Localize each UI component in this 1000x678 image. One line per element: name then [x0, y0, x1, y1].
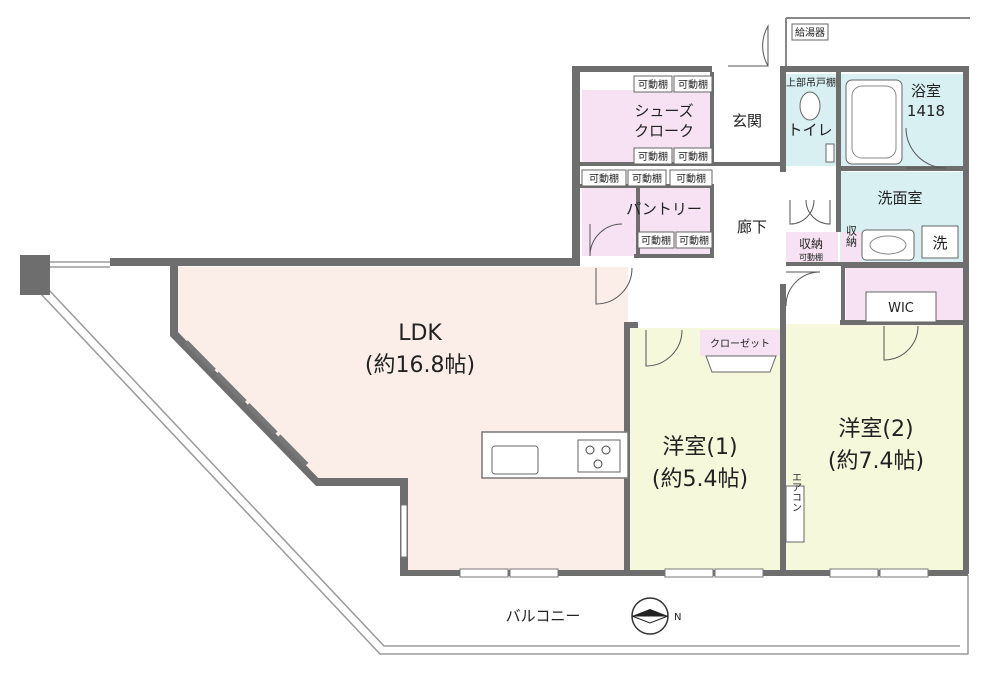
- pantry-label: パントリー: [626, 200, 702, 218]
- shoes-cloak-left: [582, 90, 612, 162]
- windows: [400, 504, 929, 578]
- sink-icon: [491, 445, 539, 475]
- shelf-boxes: [581, 75, 713, 249]
- ldk-name: LDK: [398, 321, 442, 346]
- washer-box: [921, 225, 959, 259]
- washroom-label: 洗面室: [877, 189, 922, 207]
- bath-name: 浴室: [911, 82, 941, 100]
- water-heater-label: 給湯器: [795, 26, 825, 39]
- ldk-slanted-window: [184, 340, 310, 468]
- water-heater-box: [791, 23, 829, 41]
- shelf-label-3: 可動棚: [638, 150, 668, 163]
- shoes-cloak-line2: クローク: [634, 122, 694, 140]
- shelf-label-8: 可動棚: [641, 234, 671, 247]
- wic-label: WIC: [888, 301, 914, 316]
- storage-vertical-label: 収納: [845, 225, 858, 248]
- storage-label: 収納: [799, 237, 823, 251]
- western1-size: (約5.4帖): [652, 467, 748, 492]
- shelf-label-6: 可動棚: [632, 172, 662, 185]
- bathtub-icon: [845, 79, 903, 165]
- shoes-cloak-line1: シューズ: [634, 102, 693, 120]
- doors: [589, 24, 947, 367]
- storage-small-label: 可動棚: [799, 252, 823, 262]
- aircon-box: [785, 485, 805, 543]
- closet-label: クローゼット: [710, 338, 770, 350]
- western2-size: (約7.4帖): [828, 449, 924, 474]
- compass-icon: [631, 597, 669, 635]
- closet-floor: [700, 330, 780, 356]
- shelf-label-5: 可動棚: [589, 172, 619, 185]
- stove-icon: [577, 439, 621, 473]
- shelf-label-9: 可動棚: [679, 234, 709, 247]
- kitchen-counter: [481, 431, 629, 479]
- balcony-outline: [39, 261, 969, 655]
- toilet-label: トイレ: [787, 121, 832, 139]
- aircon-label: エアコン: [790, 472, 802, 512]
- ldk-floor: [178, 267, 628, 572]
- shelf-label-4: 可動棚: [678, 150, 708, 163]
- upper-shelf-label: 上部吊戸棚: [786, 76, 836, 89]
- shelf-label-2: 可動棚: [678, 78, 708, 91]
- wic-inner: [865, 291, 937, 323]
- closet-rail: [705, 355, 777, 373]
- shelf-label-7: 可動棚: [676, 172, 706, 185]
- column-block: [20, 255, 50, 295]
- compass-north: N: [674, 612, 681, 623]
- corridor-label: 廊下: [737, 218, 767, 236]
- bath-size: 1418: [907, 102, 945, 120]
- washbasin-icon: [861, 229, 915, 261]
- entrance-label: 玄関: [732, 112, 762, 130]
- storage-vertical-floor: [841, 232, 861, 262]
- toilet-icon: [799, 91, 835, 163]
- storage-floor: [786, 232, 838, 262]
- ldk-size: (約16.8帖): [365, 353, 475, 378]
- western2-floor: [786, 324, 966, 572]
- washer-label: 洗: [932, 234, 947, 252]
- western1-name: 洋室(1): [662, 435, 737, 460]
- balcony-label: バルコニー: [506, 607, 581, 625]
- western2-name: 洋室(2): [838, 417, 913, 442]
- shelf-label-1: 可動棚: [638, 78, 668, 91]
